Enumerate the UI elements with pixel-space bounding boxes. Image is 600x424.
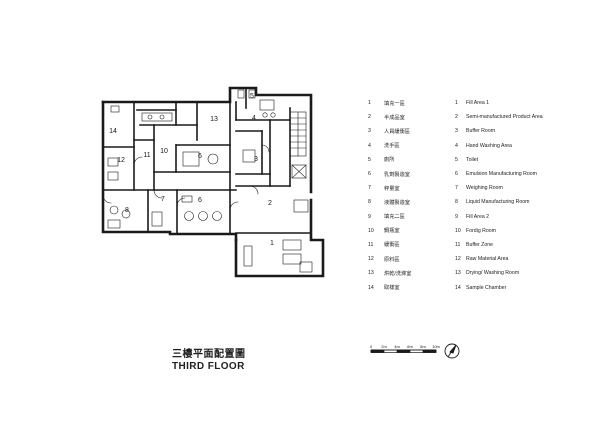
room-label-3: 3 [254, 156, 258, 163]
title-english: THIRD FLOOR [172, 361, 245, 372]
room-label-14: 14 [109, 128, 117, 135]
interior-walls [102, 87, 312, 235]
room-label-1: 1 [270, 240, 274, 247]
scale-tick-label: 4m [394, 344, 400, 349]
fixtures [102, 89, 313, 277]
scale-tick-label: 6m [407, 344, 413, 349]
room-label-5: 5 [250, 93, 254, 100]
room-label-6b: 6 [198, 197, 202, 204]
scale-tick-label: 2m [381, 344, 387, 349]
room-label-11: 11 [143, 152, 150, 159]
room-label-6a: 6 [198, 153, 202, 160]
room-label-2: 2 [268, 200, 272, 207]
north-arrow-icon [444, 343, 460, 359]
title-chinese: 三樓平面配置圖 [172, 349, 246, 360]
scale-tick-label: 0 [370, 344, 373, 349]
room-label-10: 10 [160, 148, 168, 155]
scale-bar: 0 2m 4m 6m 8m 10m [370, 343, 460, 359]
room-label-13: 13 [210, 116, 218, 123]
room-label-7: 7 [161, 196, 165, 203]
scale-tick-label: 8m [420, 344, 426, 349]
room-label-8: 8 [125, 207, 129, 214]
room-label-4: 4 [252, 115, 256, 122]
room-label-12: 12 [117, 157, 125, 164]
scale-tick-label: 10m [432, 344, 440, 349]
